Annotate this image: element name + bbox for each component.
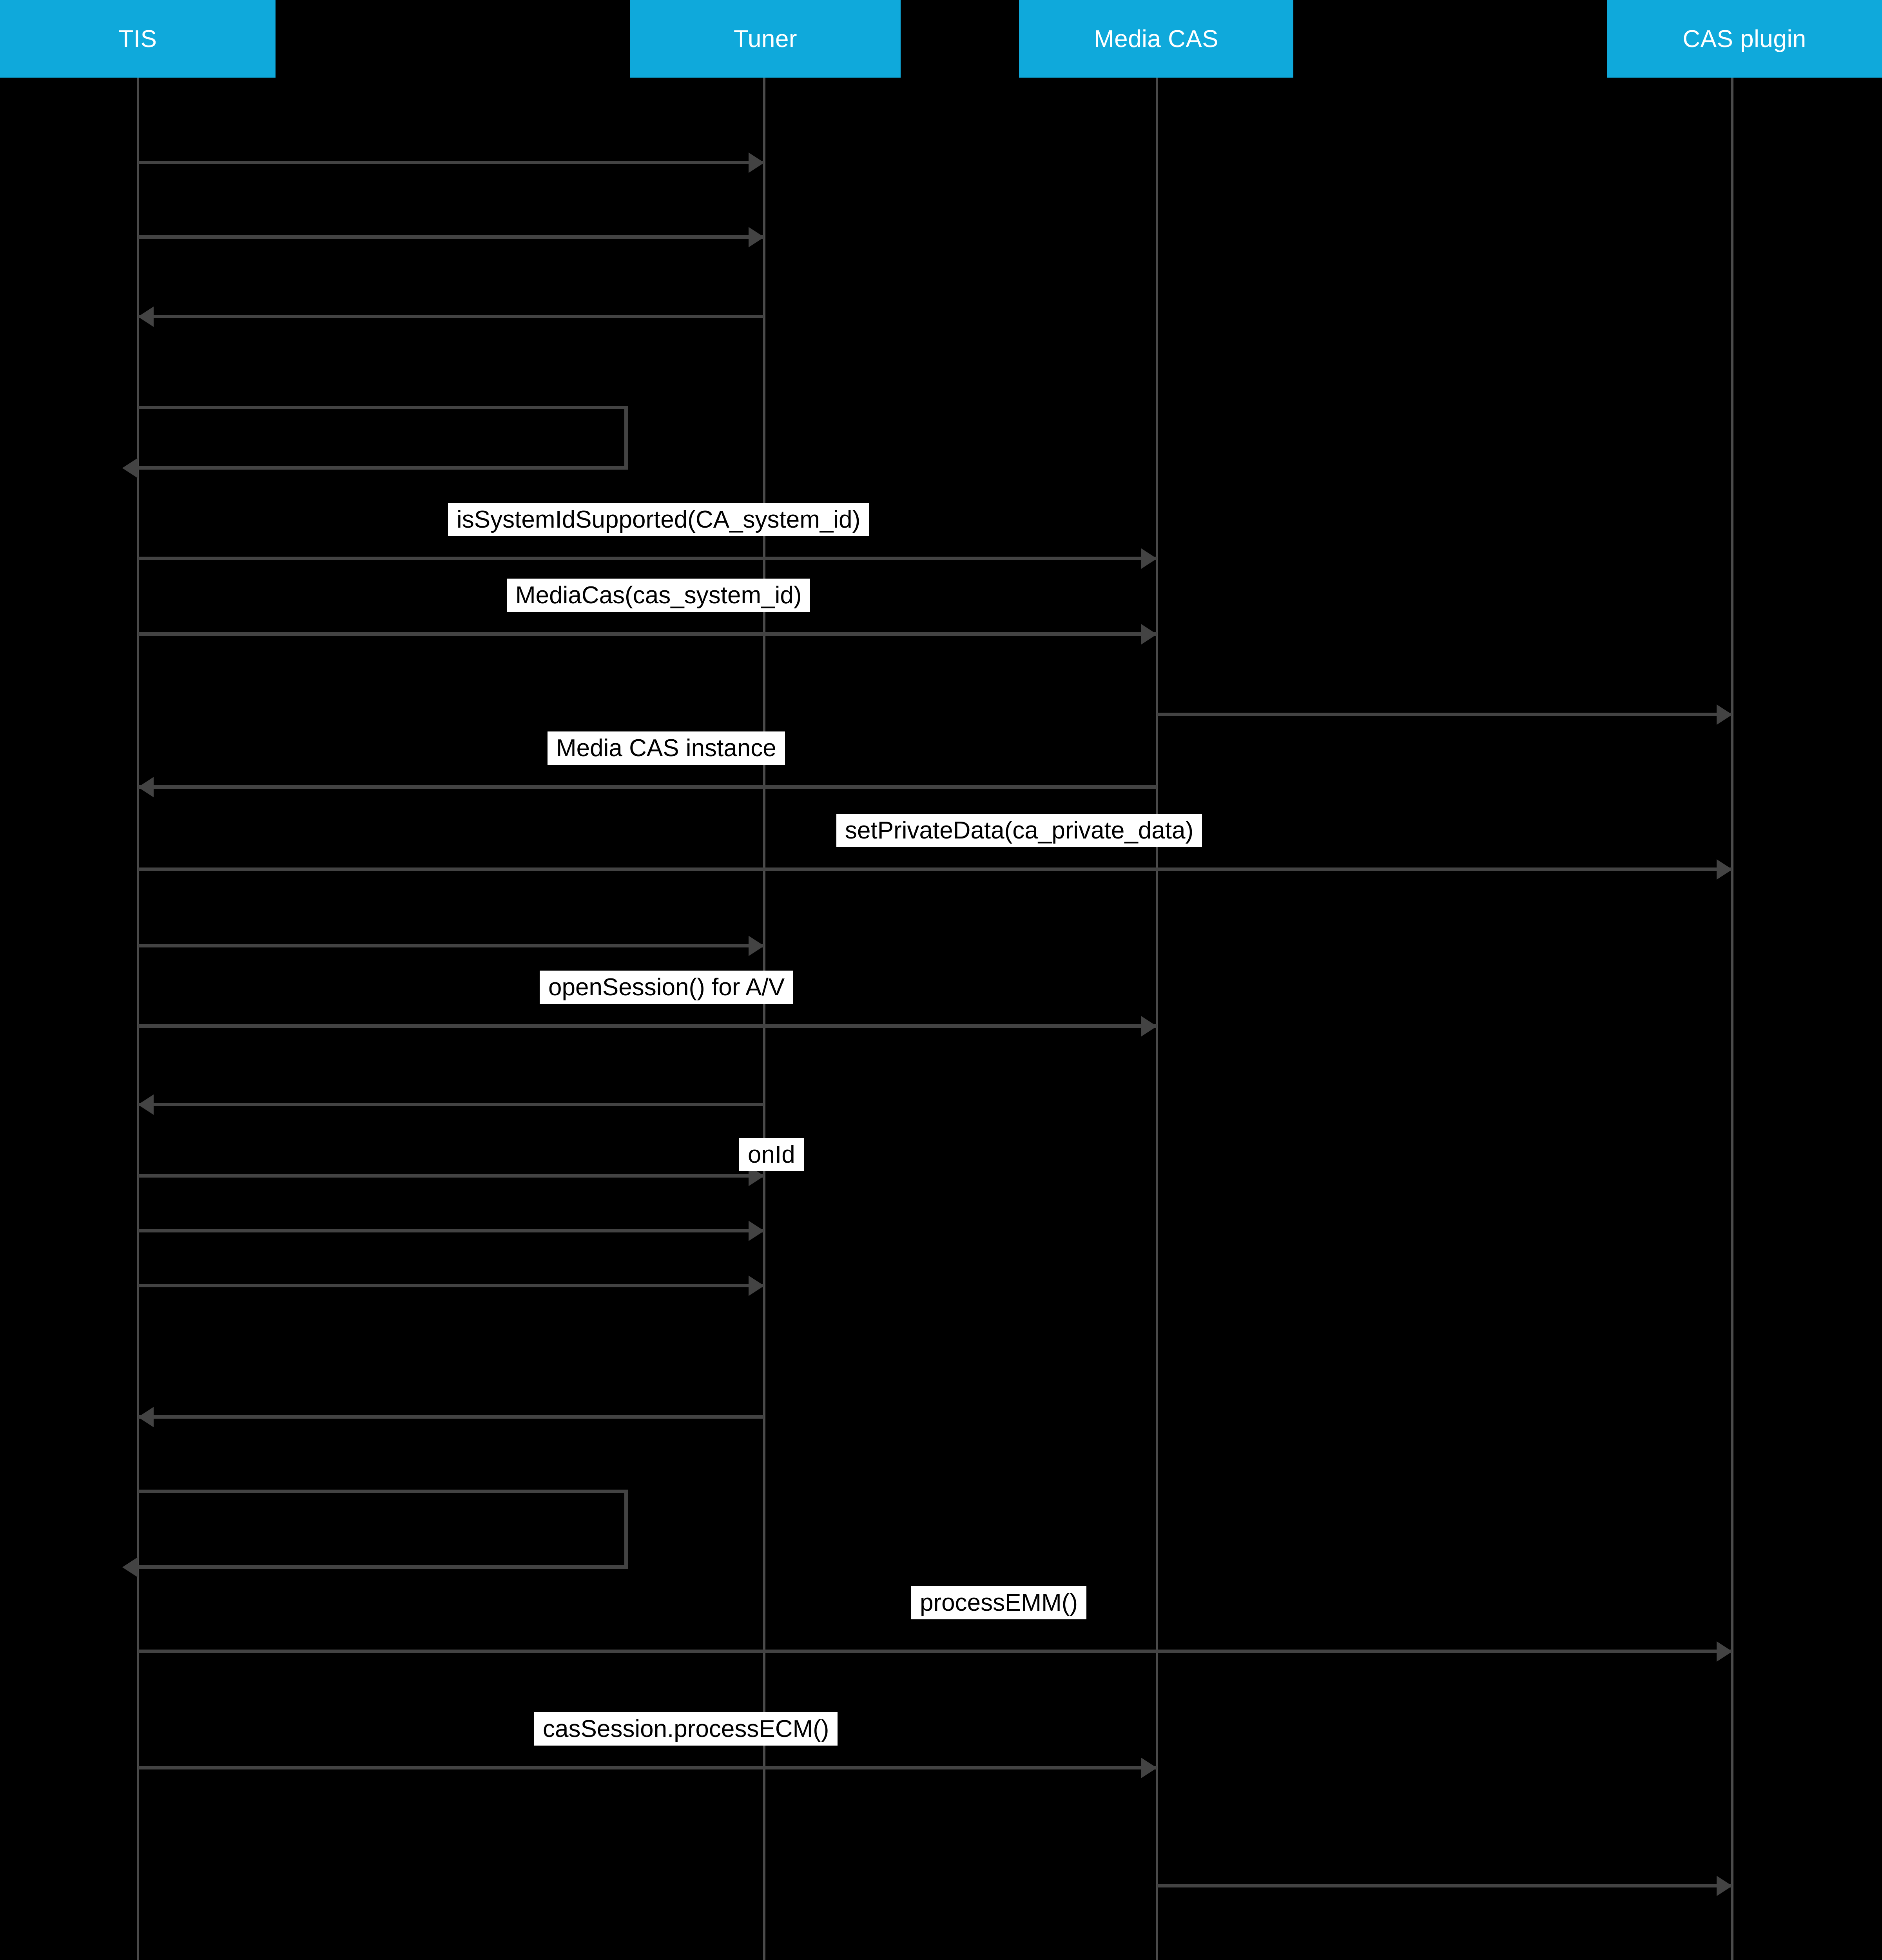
actor-box-header-mediacas[interactable]: Media CAS [1019, 0, 1293, 78]
message-line-6 [138, 632, 1157, 636]
self-message-17 [138, 1490, 628, 1569]
actor-box-header-casplugin[interactable]: CAS plugin [1607, 0, 1882, 78]
message-label-19: casSession.processECM() [534, 1712, 838, 1746]
actor-box-header-tuner[interactable]: Tuner [630, 0, 901, 78]
arrow-head-19 [1141, 1758, 1157, 1778]
actor-label-tuner: Tuner [733, 25, 798, 53]
arrow-head-20 [1717, 1876, 1732, 1896]
message-label-13: onId [739, 1138, 804, 1172]
arrow-head-16 [138, 1407, 154, 1427]
actor-label-mediacas: Media CAS [1093, 25, 1219, 53]
message-line-9 [138, 867, 1732, 871]
message-line-13 [138, 1174, 764, 1178]
arrow-head-11 [1141, 1016, 1157, 1036]
arrow-head-7 [1717, 704, 1732, 725]
lifeline-casplugin [1731, 78, 1733, 1960]
arrow-head-10 [749, 936, 764, 956]
message-line-14 [138, 1229, 764, 1232]
message-line-12 [138, 1103, 764, 1106]
message-label-8: Media CAS instance [548, 731, 785, 765]
message-line-10 [138, 944, 764, 947]
message-line-11 [138, 1024, 1157, 1028]
message-label-11: openSession() for A/V [540, 971, 794, 1004]
message-line-15 [138, 1284, 764, 1287]
arrow-head-17 [122, 1557, 138, 1577]
arrow-head-3 [138, 307, 154, 327]
lifeline-mediacas [1156, 78, 1158, 1960]
arrow-head-12 [138, 1094, 154, 1115]
arrow-head-18 [1717, 1641, 1732, 1662]
message-line-8 [138, 785, 1157, 789]
self-message-4 [138, 406, 628, 470]
message-line-2 [138, 235, 764, 239]
message-line-16 [138, 1415, 764, 1419]
message-label-5: isSystemIdSupported(CA_system_id) [448, 503, 869, 537]
message-line-18 [138, 1650, 1732, 1653]
message-line-7 [1157, 713, 1732, 716]
arrow-head-9 [1717, 859, 1732, 880]
actor-label-tis: TIS [118, 25, 157, 53]
message-label-18: processEMM() [911, 1586, 1087, 1620]
message-line-20 [1157, 1884, 1732, 1887]
message-line-5 [138, 557, 1157, 560]
arrow-head-15 [749, 1276, 764, 1296]
arrow-head-2 [749, 227, 764, 247]
message-label-9: setPrivateData(ca_private_data) [836, 814, 1202, 848]
arrow-head-4 [122, 458, 138, 478]
actor-label-casplugin: CAS plugin [1683, 25, 1806, 53]
lifeline-tis [137, 78, 139, 1960]
lifeline-tuner [763, 78, 765, 1960]
actor-box-header-tis[interactable]: TIS [0, 0, 276, 78]
message-line-19 [138, 1766, 1157, 1769]
arrow-head-5 [1141, 548, 1157, 569]
arrow-head-8 [138, 777, 154, 797]
arrow-head-14 [749, 1221, 764, 1241]
arrow-head-1 [749, 152, 764, 173]
arrow-head-6 [1141, 624, 1157, 644]
message-line-1 [138, 161, 764, 164]
message-label-6: MediaCas(cas_system_id) [507, 579, 810, 612]
message-line-3 [138, 315, 764, 318]
